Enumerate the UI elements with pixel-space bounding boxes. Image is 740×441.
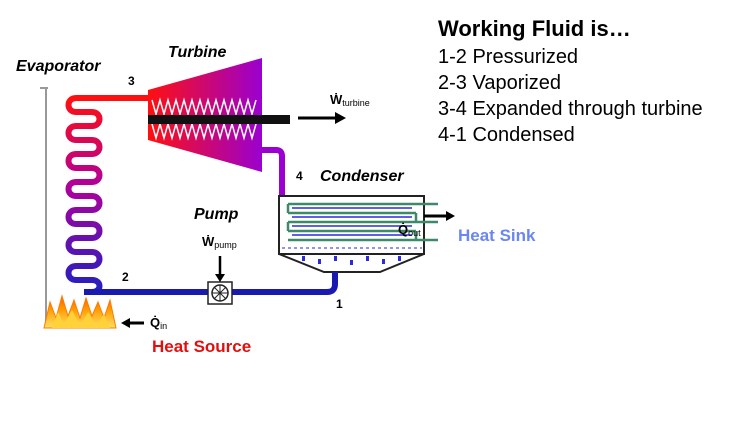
process-step: 2-3 Vaporized [438, 72, 562, 94]
q-in-letter: Q̇ [150, 315, 161, 330]
w-pump-letter: Ẇ [202, 234, 215, 249]
condenser-label: Condenser [320, 168, 404, 185]
turbine-shaft [148, 115, 290, 124]
q-out-letter: Q̇ [398, 222, 409, 237]
turbine-blades [151, 97, 257, 141]
heat-source-label: Heat Source [152, 337, 252, 356]
w-pump-sub: pump [214, 240, 237, 250]
pump-label: Pump [194, 206, 239, 223]
state-point-4: 4 [296, 169, 303, 183]
evaporator-coil [65, 95, 128, 295]
q-in-symbol: Q̇in [150, 315, 167, 331]
arrow-left-icon [121, 318, 144, 328]
evaporator-bracket [40, 87, 48, 322]
process-step: 3-4 Expanded through turbine [438, 98, 703, 120]
evaporator-label: Evaporator [16, 58, 101, 75]
pipe-4-to-condenser [262, 147, 285, 198]
arrow-right-icon [424, 211, 455, 221]
state-point-3: 3 [128, 74, 135, 88]
process-step: 1-2 Pressurized [438, 46, 579, 68]
state-point-1: 1 [336, 297, 343, 311]
q-out-sub: out [408, 228, 421, 238]
q-out-symbol: Q̇out [398, 222, 421, 238]
w-pump-symbol: Ẇpump [202, 234, 237, 250]
w-turbine-sub: turbine [342, 98, 370, 108]
turbine-label: Turbine [168, 44, 227, 61]
condenser-unit [278, 195, 438, 273]
flame-icon [43, 294, 117, 329]
arrow-down-icon [215, 256, 225, 282]
process-steps-list: 1-2 Pressurized 2-3 Vaporized 3-4 Expand… [438, 44, 703, 148]
q-in-sub: in [160, 321, 168, 331]
w-turbine-symbol: Ẇturbine [330, 92, 370, 108]
state-point-2: 2 [122, 270, 129, 284]
working-fluid-heading: Working Fluid is… [438, 16, 631, 41]
process-step: 4-1 Condensed [438, 124, 575, 146]
pump-fan-icon [207, 281, 233, 305]
w-turbine-letter: Ẇ [330, 92, 343, 107]
arrow-right-icon [298, 112, 346, 124]
pipe-2-to-1 [84, 252, 338, 295]
heat-sink-label: Heat Sink [458, 226, 536, 245]
